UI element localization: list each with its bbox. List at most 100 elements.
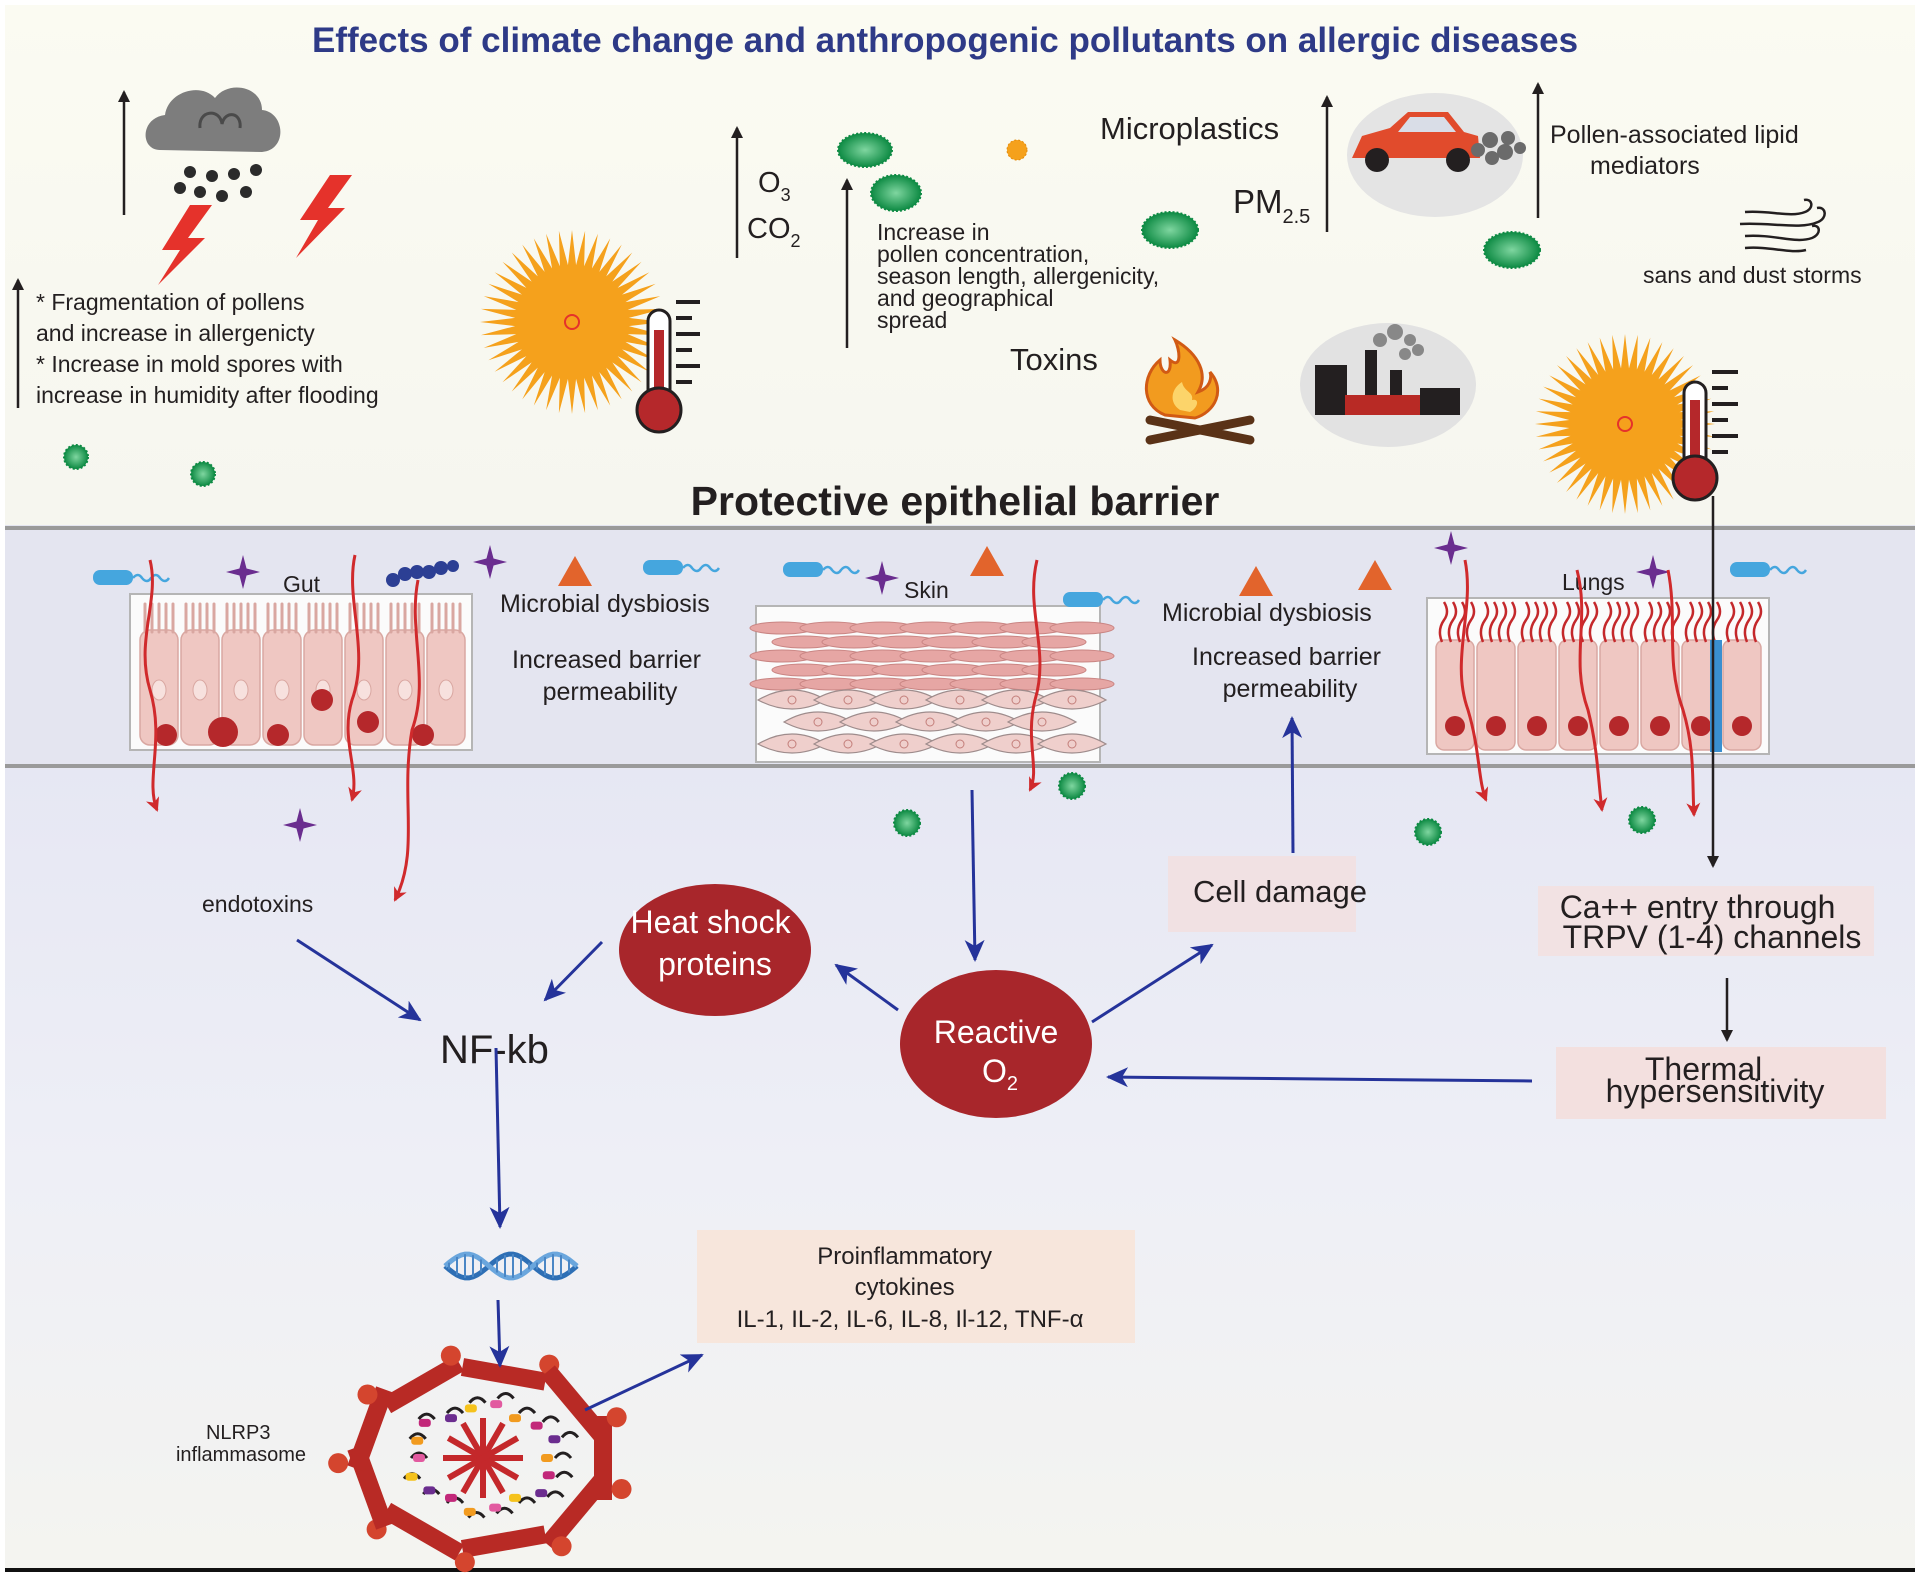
thermal-text: Thermal hypersensitivity — [1606, 1051, 1825, 1109]
fragmentation-line-3: * Increase in mold spores with — [36, 351, 343, 377]
heat-shock-text: Heat shock proteins — [631, 904, 800, 982]
sun-icon — [480, 230, 664, 414]
penetration-arrows — [143, 554, 1701, 902]
pollen-line-1: Increase in — [877, 219, 990, 245]
small-pollen-icon — [1006, 139, 1028, 161]
o2-text: O — [982, 1053, 1007, 1089]
co2-text: CO — [747, 213, 791, 245]
fragmentation-line-4: increase in humidity after flooding — [36, 382, 379, 408]
car-exhaust-icon — [1347, 93, 1526, 217]
thermal-line-1: Thermal — [1645, 1051, 1762, 1087]
fragmentation-line-2: and increase in allergenicty — [36, 320, 315, 346]
endotoxins-label: endotoxins — [202, 891, 313, 917]
thermal-line-2: hypersensitivity — [1606, 1073, 1825, 1109]
storm-cloud-icon — [145, 87, 281, 202]
permeability-left: Increased barrier permeability — [512, 646, 708, 706]
pollen-line-4: and geographical — [877, 285, 1053, 311]
ozone-label: O3 — [758, 167, 791, 205]
pollen-note: Increase in pollen concentration, season… — [877, 219, 1166, 333]
diagram-title: Effects of climate change and anthropoge… — [312, 21, 1578, 60]
pollen-line-3: season length, allergenicity, — [877, 263, 1159, 289]
microplastics-label: Microplastics — [1100, 111, 1279, 146]
skin-label: Skin — [904, 577, 949, 603]
permeability-right-1: Increased barrier — [1192, 643, 1381, 671]
cytokines-line-3: IL-1, IL-2, IL-6, IL-8, Il-12, TNF-α — [737, 1306, 1084, 1333]
cytokines-line-1: Proinflammatory — [817, 1243, 992, 1270]
dna-icon — [443, 1251, 579, 1281]
pollen-line-2: pollen concentration, — [877, 241, 1089, 267]
dysbiosis-left: Microbial dysbiosis — [500, 590, 710, 618]
nlrp3-label: NLRP3 inflammasome — [176, 1422, 306, 1466]
ros-to-hsp-arrow — [834, 963, 899, 1012]
inflammasome-icon — [328, 1345, 632, 1573]
heat-shock-line-2: proteins — [658, 946, 772, 982]
skin-to-ros-arrow — [964, 789, 985, 962]
cytokines-box: Proinflammatory cytokines IL-1, IL-2, IL… — [697, 1230, 1135, 1343]
ozone-text: O — [758, 167, 781, 199]
co2-label: CO2 — [747, 213, 801, 251]
allergen-triangle-icon — [558, 546, 1392, 596]
gut-tissue — [129, 593, 473, 751]
o2-sub: 2 — [1007, 1073, 1018, 1095]
cytokines-line-2: cytokines — [855, 1274, 955, 1301]
ca-entry-line-1: Ca++ entry through — [1560, 889, 1836, 925]
pm-sub: 2.5 — [1283, 206, 1311, 228]
o2-label: O2 — [982, 1053, 1018, 1095]
barrier-title: Protective epithelial barrier — [691, 478, 1220, 524]
factory-icon — [1300, 323, 1476, 447]
ca-entry-box: Ca++ entry through TRPV (1-4) channels — [1538, 886, 1874, 956]
ca-entry-line-2: TRPV (1-4) channels — [1563, 919, 1862, 955]
nfkb-to-dna-arrow — [489, 1047, 510, 1229]
dysbiosis-right: Microbial dysbiosis — [1162, 599, 1372, 627]
nlrp3-line-2: inflammasome — [176, 1444, 306, 1466]
ca-entry-text: Ca++ entry through TRPV (1-4) channels — [1560, 889, 1862, 955]
thermal-to-ros-arrow — [1106, 1067, 1533, 1088]
lipid-line-1: Pollen-associated lipid — [1550, 121, 1799, 149]
lipid-note: Pollen-associated lipid mediators — [1550, 121, 1806, 180]
nlrp3-line-1: NLRP3 — [206, 1422, 270, 1444]
bacteria-icon — [93, 560, 1808, 607]
permeability-right-2: permeability — [1223, 675, 1358, 703]
hsp-to-nfkb-arrow — [543, 940, 604, 1002]
skin-tissue — [749, 605, 1115, 763]
pathway-arrows — [296, 716, 1533, 1412]
lightning-icon — [158, 175, 352, 285]
sun-icon-right — [1535, 334, 1715, 514]
toxins-label: Toxins — [1010, 342, 1098, 377]
storms-label: sans and dust storms — [1643, 262, 1862, 288]
thermal-box: Thermal hypersensitivity — [1556, 1047, 1886, 1119]
damage-to-permeability-arrow — [1282, 716, 1303, 854]
endotoxin-to-nfkb-arrow — [296, 938, 422, 1022]
ros-to-damage-arrow — [1091, 943, 1214, 1024]
lung-tissue — [1426, 597, 1770, 755]
co2-sub: 2 — [791, 231, 801, 251]
pollen-grain-icon — [63, 132, 1656, 846]
ozone-sub: 3 — [781, 185, 791, 205]
cell-damage-text: Cell damage — [1193, 874, 1367, 909]
cell-damage-box: Cell damage — [1168, 856, 1367, 932]
cytokines-text: Proinflammatory cytokines IL-1, IL-2, IL… — [737, 1243, 1084, 1333]
nfkb-label: NF-kb — [440, 1028, 549, 1072]
wind-icon — [1739, 198, 1826, 253]
thermometer-icon — [635, 300, 700, 434]
pm-label: PM2.5 — [1233, 183, 1310, 228]
thermometer-icon-right — [1671, 370, 1738, 502]
bead-chain-icon — [386, 560, 459, 587]
heat-shock-node: Heat shock proteins — [619, 884, 811, 1016]
purple-star-icon — [226, 531, 1670, 842]
fragmentation-line-1: * Fragmentation of pollens — [36, 289, 305, 315]
permeability-right: Increased barrier permeability — [1192, 643, 1388, 703]
lungs-label: Lungs — [1562, 569, 1625, 595]
pm-text: PM — [1233, 183, 1283, 220]
permeability-left-1: Increased barrier — [512, 646, 701, 674]
pollen-line-5: spread — [877, 307, 947, 333]
lipid-line-2: mediators — [1590, 152, 1700, 180]
fragmentation-note: * Fragmentation of pollens and increase … — [36, 289, 379, 408]
fire-icon — [1144, 336, 1255, 445]
inflammasome-to-cytokines-arrow — [584, 1353, 704, 1412]
dna-to-inflammasome-arrow — [489, 1299, 510, 1368]
permeability-left-2: permeability — [543, 678, 678, 706]
reactive-text: Reactive — [934, 1014, 1059, 1050]
